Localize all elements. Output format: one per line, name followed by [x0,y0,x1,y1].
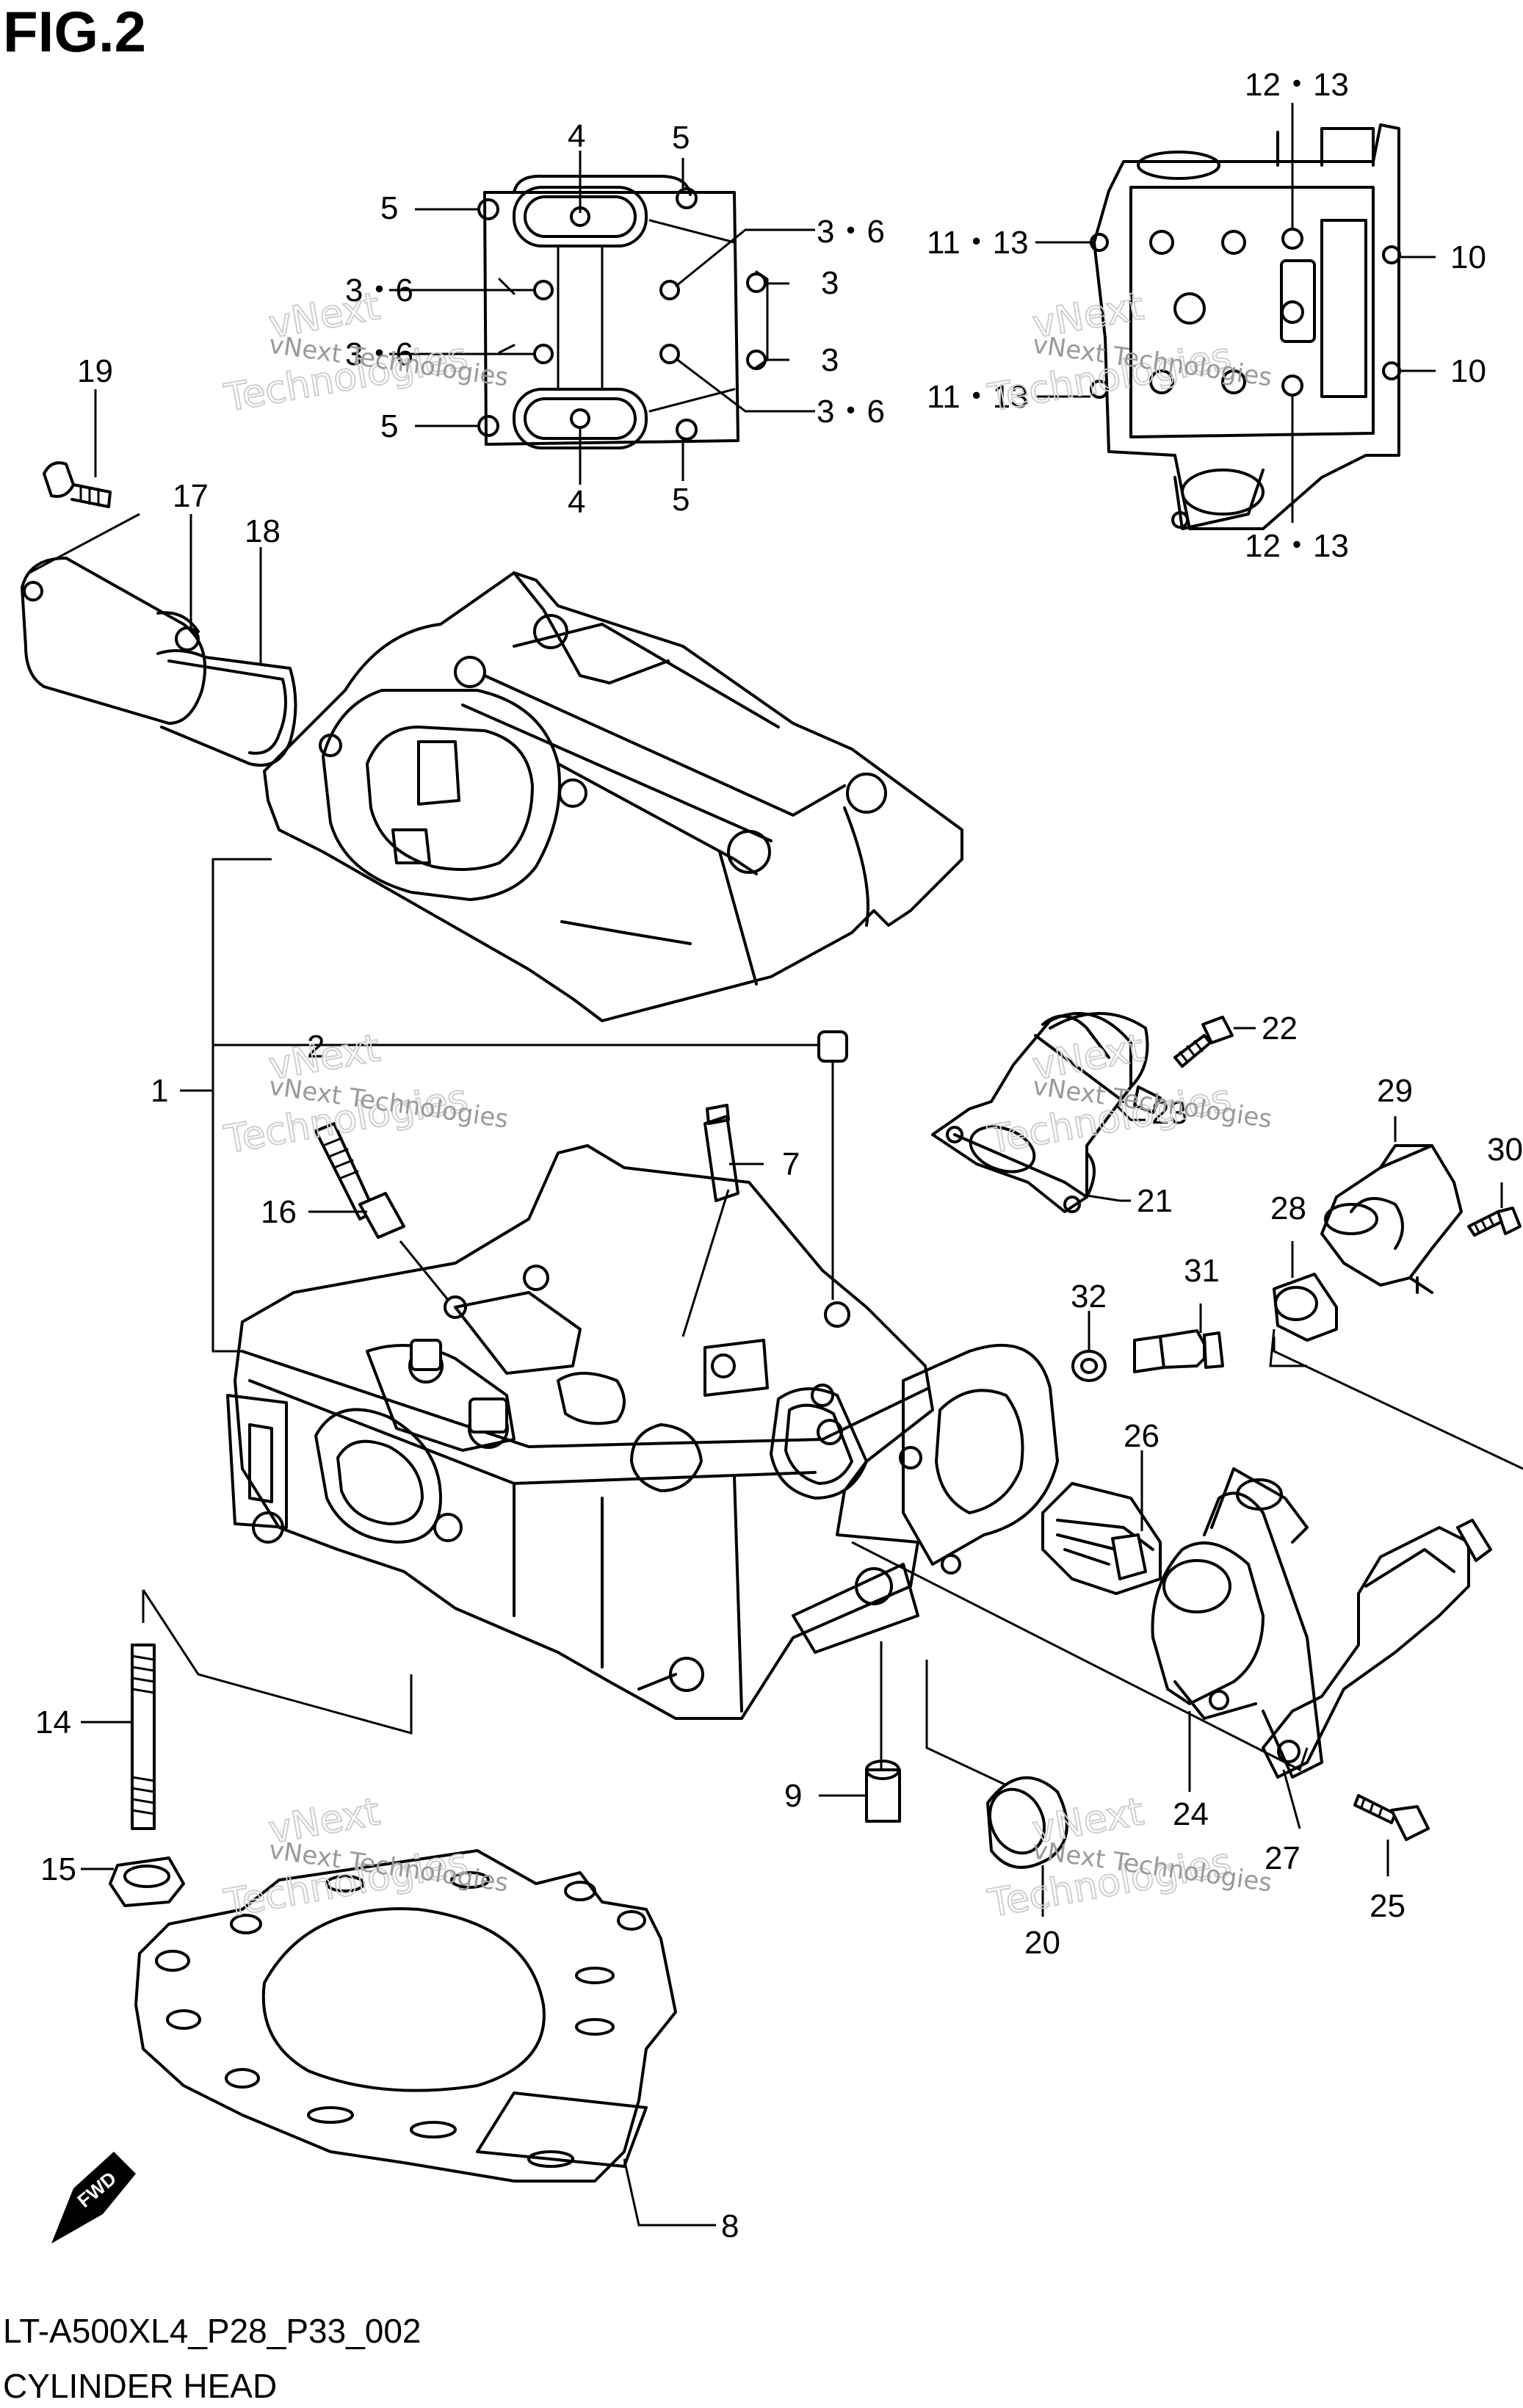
label-2: 2 [307,1029,325,1065]
label-5-bottom-left: 5 [380,408,398,444]
label-17: 17 [173,478,209,514]
forward-direction-badge: FWD [51,2152,136,2244]
label-16: 16 [261,1194,297,1230]
label-30: 30 [1487,1132,1523,1168]
label-14: 14 [35,1704,71,1740]
cylinder-head-cover [263,571,963,1022]
label-9: 9 [784,1778,802,1814]
label-32: 32 [1071,1279,1107,1315]
label-26: 26 [1124,1418,1160,1454]
label-3-6-lower-left: 3・6 [345,336,413,372]
label-12-13-lower: 12・13 [1245,528,1349,564]
hose-fitting-group [1273,1116,1523,1470]
label-8: 8 [721,2208,739,2244]
label-15: 15 [40,1851,76,1887]
label-19: 19 [77,353,113,389]
dowel-and-plug [819,1760,1068,1917]
label-11-13-lower: 11・13 [927,379,1029,415]
cap-bolt-oring-group [21,389,297,767]
label-7: 7 [782,1146,800,1182]
label-27: 27 [1265,1840,1300,1876]
label-10-lower: 10 [1450,353,1486,389]
sensor-and-washer [1071,1304,1224,1382]
label-3-6-upper-right: 3・6 [817,214,885,250]
small-parts-upper [308,1030,848,1337]
label-3-6-upper-left: 3・6 [345,272,413,308]
label-4-bottom: 4 [568,484,585,520]
intake-pipe-group [931,1012,1256,1213]
label-18: 18 [245,513,281,549]
watermarks: vNext Technologies vNext Technologies vN… [220,283,1274,1927]
thermostat [1041,1450,1162,1595]
label-11-13-upper: 11・13 [927,225,1029,261]
label-12-13-upper: 12・13 [1245,67,1349,103]
cylinder-head [226,1144,1059,1720]
label-3-upper: 3 [821,265,839,301]
cover-bolt-pattern-inset [389,151,815,485]
stud-and-nut [81,1644,185,1907]
label-1: 1 [151,1073,168,1109]
label-3-6-lower-right: 3・6 [817,394,885,430]
label-10-upper: 10 [1450,239,1486,275]
label-25: 25 [1370,1888,1406,1924]
label-23: 23 [1151,1095,1187,1131]
cylinder-head-top-inset [1035,103,1436,530]
label-5-top-right: 5 [672,120,690,156]
label-29: 29 [1377,1073,1413,1109]
thermostat-cover-group [1151,1328,1492,1876]
label-28: 28 [1270,1190,1306,1226]
label-22: 22 [1262,1010,1298,1046]
diagram-code: LT-A500XL4_P28_P33_002 [3,2312,422,2350]
callout-labels: 1 2 3 3 3・6 3・6 3・6 3・6 4 4 5 5 5 5 7 8 … [35,67,1523,2244]
label-31: 31 [1184,1253,1220,1289]
cylinder-head-gasket [134,1849,716,2227]
label-21: 21 [1137,1183,1173,1219]
label-3-lower: 3 [821,342,839,378]
label-5-bottom-right: 5 [672,482,690,518]
label-5-top-left: 5 [380,190,398,226]
label-20: 20 [1024,1925,1060,1961]
label-4-top: 4 [568,118,585,154]
assembly-bracket-1 [211,858,272,1353]
diagram-name: CYLINDER HEAD [3,2367,277,2405]
figure-title: FIG.2 [3,0,146,64]
label-24: 24 [1173,1796,1209,1832]
